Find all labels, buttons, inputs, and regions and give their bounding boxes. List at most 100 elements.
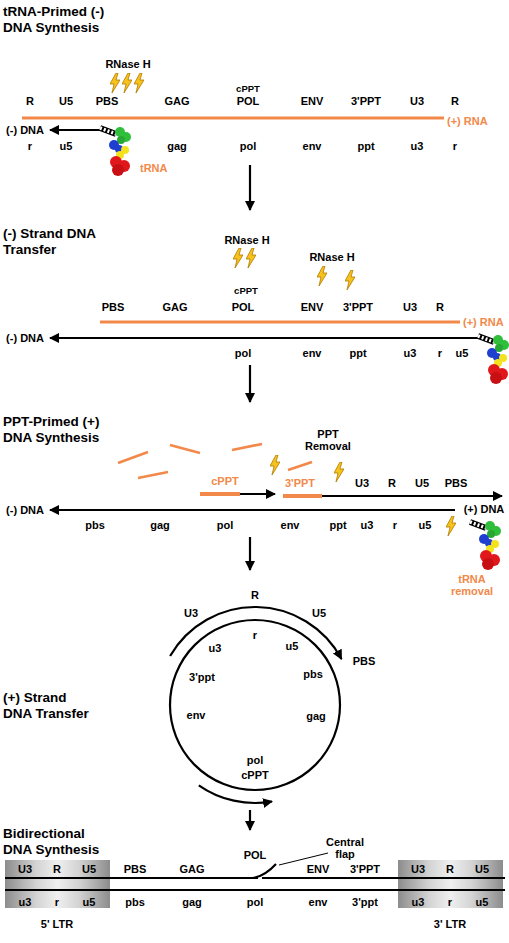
segment-label: u3 [404, 347, 417, 359]
segment-label: RNase H [309, 251, 354, 263]
segment-label: ENV [301, 95, 324, 107]
rnase-bolt [122, 73, 132, 93]
ltr-segment: r [55, 896, 59, 908]
leader-line [279, 853, 328, 865]
segment-label: env [309, 896, 328, 908]
segment-label: env [281, 519, 300, 531]
dna-strand [262, 877, 505, 879]
segment-label: GAG [164, 95, 189, 107]
segment-label: r [393, 519, 397, 531]
step-arrow [249, 537, 251, 570]
segment-label: env [187, 709, 206, 721]
ltr-segment: U5 [475, 863, 489, 875]
segment-label: u3 [209, 642, 222, 654]
rnase-bolt [246, 248, 256, 268]
step-arrow [249, 165, 251, 210]
segment-label: 3'PPT [343, 301, 373, 313]
segment-label: Central flap [320, 836, 370, 861]
rnase-bolt [110, 73, 120, 93]
segment-label: PBS [102, 301, 125, 313]
dna-strand [5, 877, 258, 879]
segment-label: POL [232, 301, 255, 313]
dna-strand [5, 889, 505, 891]
ltr-segment: u3 [19, 896, 32, 908]
segment-label: ppt [357, 140, 374, 152]
segment-label: U3 [355, 477, 369, 489]
segment-label: (-) DNA [6, 504, 44, 516]
segment-label: pol [247, 896, 264, 908]
segment-label: env [303, 347, 322, 359]
segment-label: PBS [445, 477, 468, 489]
rna-label: (+) RNA [447, 115, 488, 127]
segment-label: U5 [415, 477, 429, 489]
central-flap [252, 864, 276, 878]
segment-label: R [251, 589, 259, 601]
segment-label: gag [150, 519, 170, 531]
ltr-segment: U3 [18, 863, 32, 875]
ltr-segment: U5 [82, 863, 96, 875]
rna-fragments [118, 444, 312, 478]
segment-label: U3 [403, 301, 417, 313]
site-label: cPPT [236, 84, 260, 95]
ppt-primer [200, 492, 240, 496]
segment-label: pbs [125, 896, 145, 908]
rnase-bolt [233, 248, 243, 268]
ltr-segment: R [53, 863, 61, 875]
rnase-bolt [270, 455, 280, 475]
segment-label: RNase H [224, 234, 269, 246]
segment-label: U5 [59, 95, 73, 107]
segment-label: r [28, 140, 32, 152]
trna-glyph [478, 335, 509, 384]
dna-strand [50, 129, 100, 131]
segment-label: gag [306, 710, 326, 722]
segment-label: 3'ppt [189, 671, 215, 683]
segment-label: pol [240, 140, 257, 152]
rna-strand [100, 321, 460, 324]
segment-label: POL [244, 849, 267, 861]
rna-label: tRNA removal [442, 573, 502, 598]
segment-label: U5 [312, 607, 326, 619]
rnase-bolt [446, 516, 456, 536]
segment-label: PBS [124, 863, 147, 875]
segment-label: ENV [307, 863, 330, 875]
segment-label: (-) DNA [6, 124, 44, 136]
rnase-bolt [334, 462, 344, 482]
segment-label: u5 [419, 519, 432, 531]
dna-strand [240, 493, 275, 495]
segment-label: GAG [162, 301, 187, 313]
segment-label: r [453, 140, 457, 152]
segment-label: gag [167, 140, 187, 152]
segment-label: U3 [410, 95, 424, 107]
ltr-segment: r [448, 896, 452, 908]
segment-label: (+) DNA [464, 503, 505, 515]
rna-label: 3'PPT [285, 477, 315, 489]
segment-label: R [451, 95, 459, 107]
stage-title: Bidirectional DNA Synthesis [3, 826, 103, 857]
circular-dna [170, 620, 340, 790]
segment-label: pol [247, 754, 264, 766]
ltr-segment: U3 [411, 863, 425, 875]
segment-label: pol [217, 519, 234, 531]
segment-label: u3 [411, 140, 424, 152]
segment-label: RNase H [105, 58, 150, 70]
segment-label: u5 [456, 347, 469, 359]
segment-label: PPT Removal [298, 428, 358, 453]
dna-strand [50, 509, 455, 511]
rnase-bolt [317, 266, 327, 286]
ltr-name: 5' LTR [41, 918, 73, 930]
dna-strand [199, 785, 272, 803]
rna-label: tRNA [140, 162, 168, 174]
segment-label: PBS [96, 95, 119, 107]
rna-label: (+) RNA [463, 316, 504, 328]
segment-label: pol [235, 347, 252, 359]
rnase-bolt [134, 73, 144, 93]
segment-label: (-) DNA [6, 332, 44, 344]
rna-strand [22, 117, 444, 120]
ltr-segment: R [446, 863, 454, 875]
step-arrow [249, 810, 251, 830]
segment-label: R [436, 301, 444, 313]
trna-glyph [470, 521, 501, 570]
